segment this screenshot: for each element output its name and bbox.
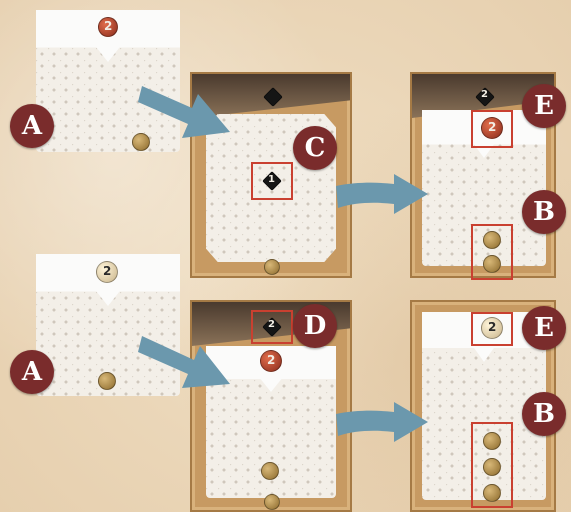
label-b-bottom: B bbox=[522, 392, 566, 436]
red-token-value: 2 bbox=[104, 19, 112, 33]
bronze-token bbox=[264, 494, 280, 510]
label-c: C bbox=[293, 126, 337, 170]
bronze-token bbox=[98, 372, 116, 390]
bronze-token bbox=[483, 255, 501, 273]
black-token-value: 1 bbox=[268, 174, 275, 185]
label-e-top: E bbox=[522, 84, 566, 128]
label-a-top: A bbox=[10, 104, 54, 148]
cream-token-value: 2 bbox=[488, 320, 496, 334]
dark-token-value: 2 bbox=[268, 319, 275, 330]
arrow-tile-to-board-bottom bbox=[138, 322, 238, 402]
label-e-bottom: E bbox=[522, 306, 566, 350]
label-b-top: B bbox=[522, 190, 566, 234]
arrow-board-to-result-bottom bbox=[336, 400, 432, 448]
cream-token-value: 2 bbox=[103, 264, 111, 278]
label-d: D bbox=[293, 304, 337, 348]
red-token-value: 2 bbox=[267, 353, 275, 367]
arrow-board-to-result-top bbox=[336, 172, 432, 220]
red-token-value: 2 bbox=[488, 120, 496, 134]
dark-token-value: 2 bbox=[481, 89, 488, 100]
bronze-token-board bbox=[264, 259, 280, 275]
arrow-tile-to-board-top bbox=[138, 68, 238, 148]
bronze-token bbox=[483, 432, 501, 450]
bronze-token bbox=[483, 231, 501, 249]
bronze-token bbox=[483, 458, 501, 476]
bronze-token bbox=[483, 484, 501, 502]
label-a-bottom: A bbox=[10, 350, 54, 394]
bronze-token bbox=[261, 462, 279, 480]
